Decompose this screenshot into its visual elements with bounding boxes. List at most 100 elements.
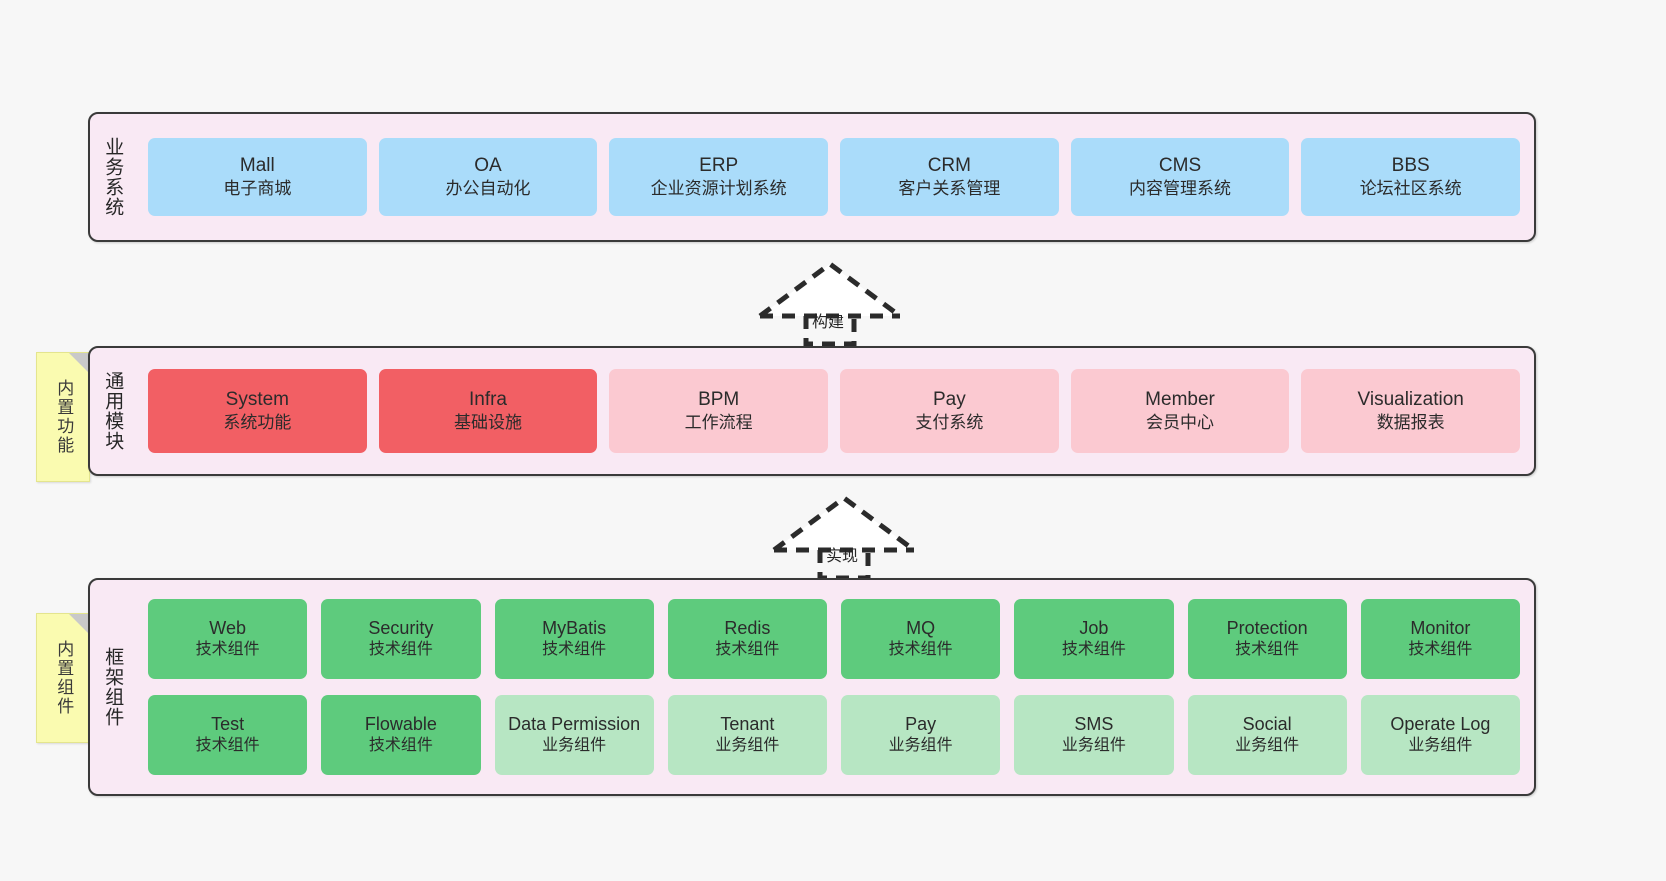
node-mq-cn: 技术组件 — [888, 641, 953, 659]
node-erp[interactable]: ERP 企业资源计划系统 — [609, 138, 829, 216]
node-security-en: Security — [368, 618, 434, 639]
node-operate-log[interactable]: Operate Log 业务组件 — [1360, 695, 1520, 775]
node-bbs-en: BBS — [1391, 154, 1430, 176]
node-tenant-cn: 业务组件 — [715, 737, 780, 755]
connector-implement: 实现 — [770, 492, 918, 581]
sticky-fold-icon — [69, 353, 89, 373]
node-redis-cn: 技术组件 — [715, 641, 780, 659]
connector-implement-label: 实现 — [826, 548, 859, 565]
node-mq-en: MQ — [906, 618, 936, 639]
layer-business-systems: 业务系统 Mall 电子商城 OA 办公自动化 ERP 企业资源计划系统 CRM… — [88, 112, 1536, 242]
node-job-en: Job — [1079, 618, 1109, 639]
node-crm-en: CRM — [927, 154, 971, 176]
node-test[interactable]: Test 技术组件 — [148, 695, 308, 775]
node-visualization-en: Visualization — [1357, 388, 1464, 410]
connector-build-arrow-icon — [758, 260, 902, 347]
node-data-permission[interactable]: Data Permission 业务组件 — [494, 695, 654, 775]
node-bbs-cn: 论坛社区系统 — [1359, 179, 1462, 199]
sticky-note-builtin-components-label: 内置组件 — [54, 640, 74, 716]
node-bpm-en: BPM — [698, 388, 740, 410]
node-infra[interactable]: Infra 基础设施 — [378, 369, 598, 453]
node-social[interactable]: Social 业务组件 — [1187, 695, 1347, 775]
layer-framework-components-title: 框架组件 — [102, 647, 124, 727]
node-protection[interactable]: Protection 技术组件 — [1187, 599, 1347, 679]
node-erp-en: ERP — [699, 154, 739, 176]
node-visualization[interactable]: Visualization 数据报表 — [1301, 369, 1521, 453]
sticky-fold-icon — [69, 614, 89, 634]
node-bbs[interactable]: BBS 论坛社区系统 — [1301, 138, 1521, 216]
node-infra-en: Infra — [468, 388, 508, 410]
node-web-cn: 技术组件 — [195, 641, 260, 659]
node-member[interactable]: Member 会员中心 — [1070, 369, 1290, 453]
node-pay-component[interactable]: Pay 业务组件 — [841, 695, 1001, 775]
node-test-en: Test — [211, 714, 245, 735]
node-bpm-cn: 工作流程 — [684, 413, 753, 433]
node-crm[interactable]: CRM 客户关系管理 — [840, 138, 1059, 216]
node-sms-cn: 业务组件 — [1061, 737, 1126, 755]
node-tenant-en: Tenant — [720, 714, 775, 735]
node-mq[interactable]: MQ 技术组件 — [841, 599, 1001, 679]
sticky-note-builtin-components: 内置组件 — [36, 613, 90, 743]
node-member-cn: 会员中心 — [1146, 413, 1215, 433]
node-monitor-en: Monitor — [1410, 618, 1471, 639]
node-sms-en: SMS — [1074, 714, 1114, 735]
node-sms[interactable]: SMS 业务组件 — [1014, 695, 1174, 775]
node-operate-log-en: Operate Log — [1390, 714, 1491, 735]
connector-build-label: 构建 — [812, 314, 845, 331]
node-social-cn: 业务组件 — [1235, 737, 1300, 755]
node-protection-en: Protection — [1226, 618, 1308, 639]
node-pay-module[interactable]: Pay 支付系统 — [840, 369, 1059, 453]
layer-common-modules-title: 通用模块 — [102, 371, 124, 451]
layer-business-systems-body: Mall 电子商城 OA 办公自动化 ERP 企业资源计划系统 CRM 客户关系… — [134, 114, 1534, 240]
node-test-cn: 技术组件 — [195, 737, 260, 755]
node-flowable-en: Flowable — [364, 714, 437, 735]
node-mybatis[interactable]: MyBatis 技术组件 — [494, 599, 654, 679]
node-bpm[interactable]: BPM 工作流程 — [609, 369, 829, 453]
node-web[interactable]: Web 技术组件 — [148, 599, 308, 679]
node-erp-cn: 企业资源计划系统 — [650, 179, 787, 199]
framework-row-tech: Web 技术组件 Security 技术组件 MyBatis 技术组件 Redi… — [148, 599, 1520, 679]
node-data-permission-en: Data Permission — [508, 714, 641, 735]
node-system[interactable]: System 系统功能 — [148, 369, 367, 453]
sticky-note-builtin-features-label: 内置功能 — [54, 379, 74, 455]
node-visualization-cn: 数据报表 — [1376, 413, 1445, 433]
node-cms[interactable]: CMS 内容管理系统 — [1070, 138, 1290, 216]
layer-framework-components: 框架组件 Web 技术组件 Security 技术组件 MyBatis 技术组件… — [88, 578, 1536, 796]
node-security[interactable]: Security 技术组件 — [321, 599, 481, 679]
node-tenant[interactable]: Tenant 业务组件 — [667, 695, 827, 775]
layer-common-modules-body: System 系统功能 Infra 基础设施 BPM 工作流程 Pay 支付系统… — [134, 348, 1534, 474]
node-monitor[interactable]: Monitor 技术组件 — [1360, 599, 1520, 679]
connector-build: 构建 — [756, 258, 904, 347]
node-data-permission-cn: 业务组件 — [542, 737, 607, 755]
layer-common-modules: 通用模块 System 系统功能 Infra 基础设施 BPM 工作流程 Pay… — [88, 346, 1536, 476]
node-oa-cn: 办公自动化 — [445, 179, 531, 199]
node-job[interactable]: Job 技术组件 — [1014, 599, 1174, 679]
node-pay-module-en: Pay — [932, 388, 966, 410]
framework-row-biz: Test 技术组件 Flowable 技术组件 Data Permission … — [148, 695, 1520, 775]
node-cms-cn: 内容管理系统 — [1129, 179, 1232, 199]
node-oa-en: OA — [474, 154, 502, 176]
node-web-en: Web — [209, 618, 246, 639]
node-system-en: System — [225, 388, 290, 410]
node-flowable[interactable]: Flowable 技术组件 — [321, 695, 481, 775]
node-member-en: Member — [1145, 388, 1215, 410]
node-mybatis-cn: 技术组件 — [542, 641, 607, 659]
node-monitor-cn: 技术组件 — [1408, 641, 1473, 659]
node-pay-component-en: Pay — [905, 714, 937, 735]
node-mybatis-en: MyBatis — [542, 618, 607, 639]
node-cms-en: CMS — [1158, 154, 1202, 176]
node-security-cn: 技术组件 — [368, 641, 433, 659]
node-mall[interactable]: Mall 电子商城 — [148, 138, 367, 216]
node-pay-component-cn: 业务组件 — [888, 737, 953, 755]
sticky-note-builtin-features: 内置功能 — [36, 352, 90, 482]
node-flowable-cn: 技术组件 — [368, 737, 433, 755]
layer-business-systems-title: 业务系统 — [102, 137, 124, 217]
node-job-cn: 技术组件 — [1061, 641, 1126, 659]
connector-implement-arrow-icon — [772, 494, 916, 581]
node-social-en: Social — [1242, 714, 1292, 735]
node-redis[interactable]: Redis 技术组件 — [667, 599, 827, 679]
node-protection-cn: 技术组件 — [1235, 641, 1300, 659]
node-mall-cn: 电子商城 — [223, 179, 292, 199]
node-oa[interactable]: OA 办公自动化 — [378, 138, 598, 216]
